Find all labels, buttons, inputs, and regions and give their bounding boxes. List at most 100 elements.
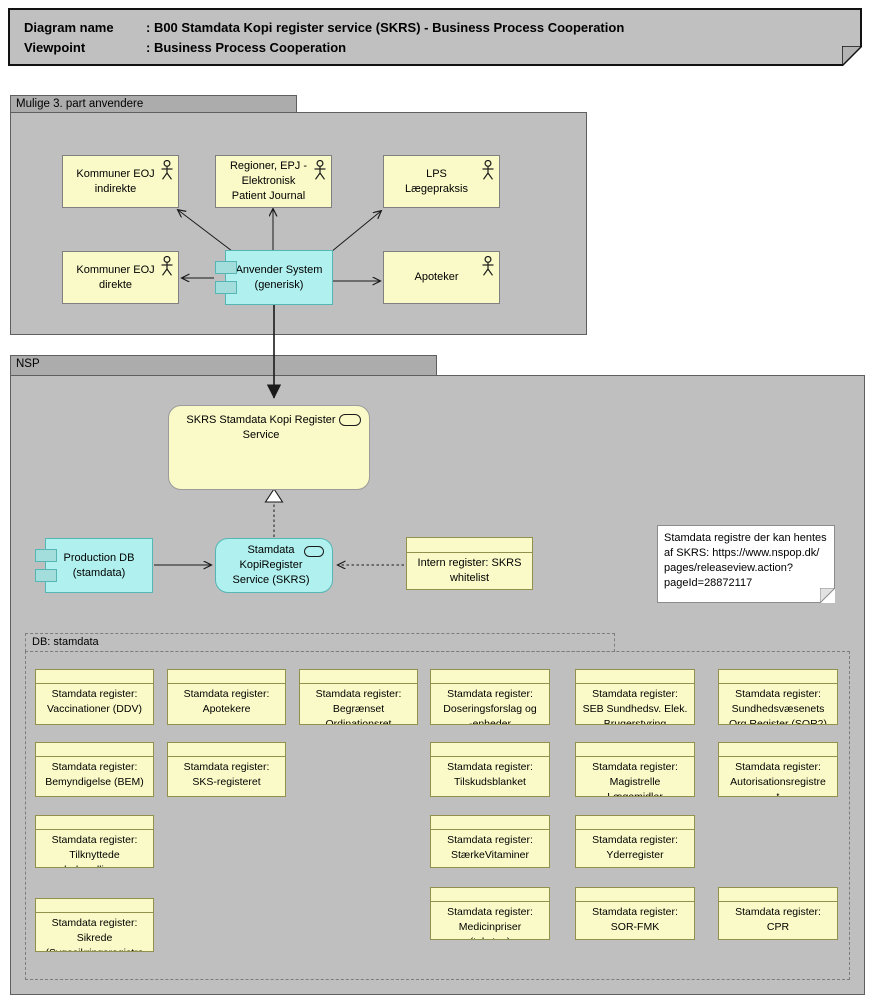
- register-band: [431, 670, 549, 684]
- arrow-anvender-to-lps: [330, 211, 381, 253]
- register-band: [168, 743, 285, 757]
- register-name: Sikrede (Sygesikringsregistre: [45, 932, 143, 951]
- register-box-bemyndigelse: Stamdata register: Bemyndigelse (BEM): [35, 742, 154, 797]
- register-name: StærkeVitaminer: [450, 849, 529, 861]
- register-box-cpr: Stamdata register: CPR: [718, 887, 838, 940]
- register-box-begraenset-ordinationsret: Stamdata register: Begrænset Ordinations…: [299, 669, 418, 725]
- register-box-staerkevitaminer: Stamdata register: StærkeVitaminer: [430, 815, 550, 868]
- register-box-apotekere: Stamdata register: Apotekere: [167, 669, 286, 725]
- register-name: Magistrelle Lægemidler: [607, 776, 663, 797]
- component-tab-icon: [215, 281, 237, 294]
- register-box-sks-registeret: Stamdata register: SKS-registeret: [167, 742, 286, 797]
- register-prefix: Stamdata register:: [735, 688, 821, 700]
- register-band: [576, 888, 694, 902]
- register-prefix: Stamdata register:: [447, 688, 533, 700]
- register-box-sor-fmk: Stamdata register: SOR-FMK: [575, 887, 695, 940]
- register-name: Medicinpriser (taksten): [458, 921, 522, 939]
- register-band: [576, 816, 694, 830]
- component-label: Production DB (stamdata): [63, 551, 135, 579]
- service-stamdata-kopiregister: Stamdata KopiRegister Service (SKRS): [215, 538, 333, 593]
- component-anvender-system: Anvender System (generisk): [215, 250, 333, 305]
- group-tab-third-party: Mulige 3. part anvendere: [10, 95, 297, 113]
- box-label: Apoteker: [414, 271, 459, 283]
- register-name: Apotekere: [202, 703, 251, 715]
- component-production-db: Production DB (stamdata): [35, 538, 153, 593]
- actor-icon: [482, 160, 494, 180]
- register-band: [407, 538, 532, 553]
- register-box-tilskudsblanket: Stamdata register: Tilskudsblanket: [430, 742, 550, 797]
- box-label: Kommuner EOJ direkte: [76, 263, 155, 291]
- box-label: Kommuner EOJ indirekte: [76, 167, 155, 195]
- diagram-name-row: Diagram name : B00 Stamdata Kopi registe…: [24, 18, 860, 38]
- register-prefix: Stamdata register:: [592, 834, 678, 846]
- service-icon: [304, 546, 324, 557]
- register-name: Sundhedsvæsenets Org Register (SOR2): [728, 703, 828, 725]
- actor-icon: [161, 256, 173, 276]
- realization-hollow-triangle-icon: [264, 487, 284, 503]
- register-prefix: Stamdata register:: [447, 834, 533, 846]
- group-tab-nsp: NSP: [10, 355, 437, 376]
- register-prefix: Stamdata register:: [592, 906, 678, 918]
- register-name: SKS-registeret: [192, 776, 261, 788]
- register-band: [431, 743, 549, 757]
- register-box-yderregister: Stamdata register: Yderregister: [575, 815, 695, 868]
- register-box-sor2: Stamdata register: Sundhedsvæsenets Org …: [718, 669, 838, 725]
- box-kommuner-eoj-indirekte: Kommuner EOJ indirekte: [62, 155, 179, 208]
- register-band: [576, 670, 694, 684]
- service-label: SKRS Stamdata Kopi Register Service: [186, 414, 336, 441]
- box-label: Regioner, EPJ - Elektronisk Patient Jour…: [229, 160, 308, 202]
- register-name: CPR: [766, 921, 790, 933]
- service-icon: [339, 414, 361, 426]
- group-body-db-stamdata: [25, 651, 850, 980]
- viewpoint-row: Viewpoint : Business Process Cooperation: [24, 38, 860, 58]
- box-label: Intern register: SKRS whitelist: [417, 557, 522, 584]
- register-prefix: Stamdata register:: [592, 688, 678, 700]
- service-label: Stamdata KopiRegister Service (SKRS): [232, 544, 310, 586]
- register-box-doseringsforslag: Stamdata register: Doseringsforslag og -…: [430, 669, 550, 725]
- register-name: Doseringsforslag og -enheder: [443, 703, 537, 725]
- register-prefix: Stamdata register:: [51, 917, 138, 929]
- diagram-name-label: Diagram name: [24, 20, 114, 35]
- register-band: [719, 670, 837, 684]
- note-stamdata-registre: Stamdata registre der kan hentes af SKRS…: [657, 525, 835, 603]
- register-prefix: Stamdata register:: [51, 761, 138, 773]
- register-name: Tilknyttede behandlinger: [64, 849, 125, 867]
- register-box-autorisationsregistret: Stamdata register: Autorisationsregistre…: [718, 742, 838, 797]
- register-name: SEB Sundhedsv. Elek. Brugerstyring: [582, 703, 688, 725]
- register-band: [431, 888, 549, 902]
- register-prefix: Stamdata register:: [183, 761, 270, 773]
- register-band: [431, 816, 549, 830]
- register-prefix: Stamdata register:: [735, 761, 821, 773]
- arrow-anvender-to-kommuner-indirekte: [178, 210, 233, 252]
- register-prefix: Stamdata register:: [51, 688, 138, 700]
- box-label: LPS Lægepraksis: [405, 167, 468, 195]
- register-name: Bemyndigelse (BEM): [45, 776, 144, 788]
- folded-corner-icon: [820, 588, 835, 603]
- component-tab-icon: [35, 569, 57, 582]
- note-line: pageId=28872117: [664, 577, 753, 589]
- group-label-db-stamdata: DB: stamdata: [32, 636, 99, 648]
- box-regioner-epj: Regioner, EPJ - Elektronisk Patient Jour…: [215, 155, 332, 208]
- component-tab-icon: [215, 261, 237, 274]
- register-prefix: Stamdata register:: [183, 688, 270, 700]
- register-band: [36, 670, 153, 684]
- register-box-magistrelle: Stamdata register: Magistrelle Lægemidle…: [575, 742, 695, 797]
- register-prefix: Stamdata register:: [735, 906, 821, 918]
- actor-icon: [161, 160, 173, 180]
- register-box-seb-brugerstyring: Stamdata register: SEB Sundhedsv. Elek. …: [575, 669, 695, 725]
- component-tab-icon: [35, 549, 57, 562]
- register-band: [36, 743, 153, 757]
- register-prefix: Stamdata register:: [447, 761, 533, 773]
- note-line: af SKRS: https://www.nspop.dk/: [664, 547, 820, 559]
- group-label-third-party: Mulige 3. part anvendere: [16, 98, 144, 110]
- register-band: [168, 670, 285, 684]
- folded-corner-icon: [842, 46, 862, 66]
- box-apoteker: Apoteker: [383, 251, 500, 304]
- box-kommuner-eoj-direkte: Kommuner EOJ direkte: [62, 251, 179, 304]
- component-label: Anvender System (generisk): [235, 263, 323, 291]
- note-line: Stamdata registre der kan hentes: [664, 532, 827, 544]
- register-name: Autorisationsregistre t: [730, 776, 826, 797]
- group-label-nsp: NSP: [16, 358, 40, 370]
- box-lps-laegepraksis: LPS Lægepraksis: [383, 155, 500, 208]
